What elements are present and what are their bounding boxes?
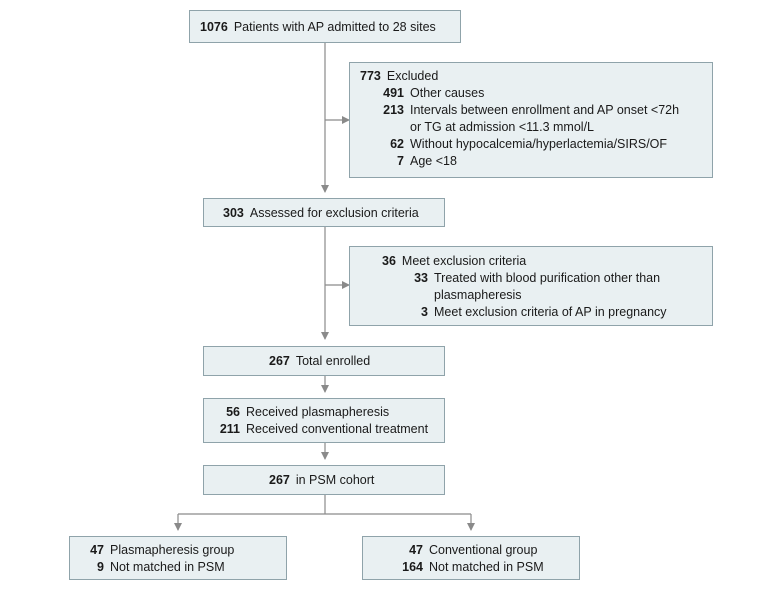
plasma-unmatched-label: Not matched in PSM: [110, 560, 225, 574]
excluded2-box: 36 Meet exclusion criteria 33 Treated with…: [349, 246, 713, 326]
treatment-count: 211: [219, 422, 240, 436]
psm-count: 267: [269, 473, 290, 487]
excluded2-count: 36: [382, 254, 396, 268]
enrolled-box: 267 Total enrolled: [203, 346, 445, 376]
treatment-box: 56 Received plasmapheresis 211 Received co…: [203, 398, 445, 443]
assessed-label: Assessed for exclusion criteria: [249, 206, 419, 220]
excluded1-label: Excluded: [386, 69, 439, 83]
admitted-count: 1076: [200, 20, 228, 34]
treatment-count: 56: [226, 405, 240, 419]
excluded1-item-count: 7: [397, 154, 404, 168]
conv-unmatched-label: Not matched in PSM: [429, 560, 544, 574]
excluded1-item-count: 62: [390, 137, 404, 151]
excluded2-item-label: Treated with blood purification other th…: [434, 271, 661, 285]
enrolled-count: 267: [269, 354, 290, 368]
conv-group-count: 47: [409, 543, 423, 557]
admitted-box: 1076 Patients with AP admitted to 28 site…: [189, 10, 461, 43]
psm-label: in PSM cohort: [295, 473, 375, 487]
excluded2-item-count: 3: [421, 305, 428, 319]
excluded1-item-count: 491: [383, 86, 404, 100]
excluded1-item-label: Age <18: [410, 154, 457, 168]
plasma-group-count: 47: [90, 543, 104, 557]
excluded1-item-label: Intervals between enrollment and AP onse…: [410, 103, 680, 117]
plasma-unmatched-count: 9: [97, 560, 104, 574]
enrolled-label: Total enrolled: [295, 354, 371, 368]
excluded2-item-count: 33: [414, 271, 428, 285]
plasma-group-label: Plasmapheresis group: [110, 543, 235, 557]
excluded1-item-label: Without hypocalcemia/hyperlactemia/SIRS/…: [410, 137, 668, 151]
assessed-count: 303: [223, 206, 244, 220]
assessed-box: 303 Assessed for exclusion criteria: [203, 198, 445, 227]
psm-box: 267 in PSM cohort: [203, 465, 445, 495]
excluded1-item-count: 213: [383, 103, 404, 117]
excluded1-count: 773: [360, 69, 381, 83]
excluded1-box: 773 Excluded 491 Other causes 213 Intervals…: [349, 62, 713, 178]
admitted-label: Patients with AP admitted to 28 sites: [233, 20, 436, 34]
treatment-label: Received conventional treatment: [246, 422, 429, 436]
conv-group-label: Conventional group: [429, 543, 538, 557]
excluded2-label: Meet exclusion criteria: [401, 254, 527, 268]
treatment-label: Received plasmapheresis: [246, 405, 390, 419]
plasma-group-box: 47 Plasmapheresis group 9 Not matched in P…: [69, 536, 287, 580]
excluded1-item-label: Other causes: [410, 86, 485, 100]
conv-unmatched-count: 164: [402, 560, 423, 574]
excluded2-item-label-cont: plasmapheresis: [434, 288, 522, 302]
excluded2-item-label: Meet exclusion criteria of AP in pregnan…: [434, 305, 667, 319]
conv-group-box: 47 Conventional group 164 Not matched in P…: [362, 536, 580, 580]
excluded1-item-label-cont: or TG at admission <11.3 mmol/L: [410, 120, 594, 134]
